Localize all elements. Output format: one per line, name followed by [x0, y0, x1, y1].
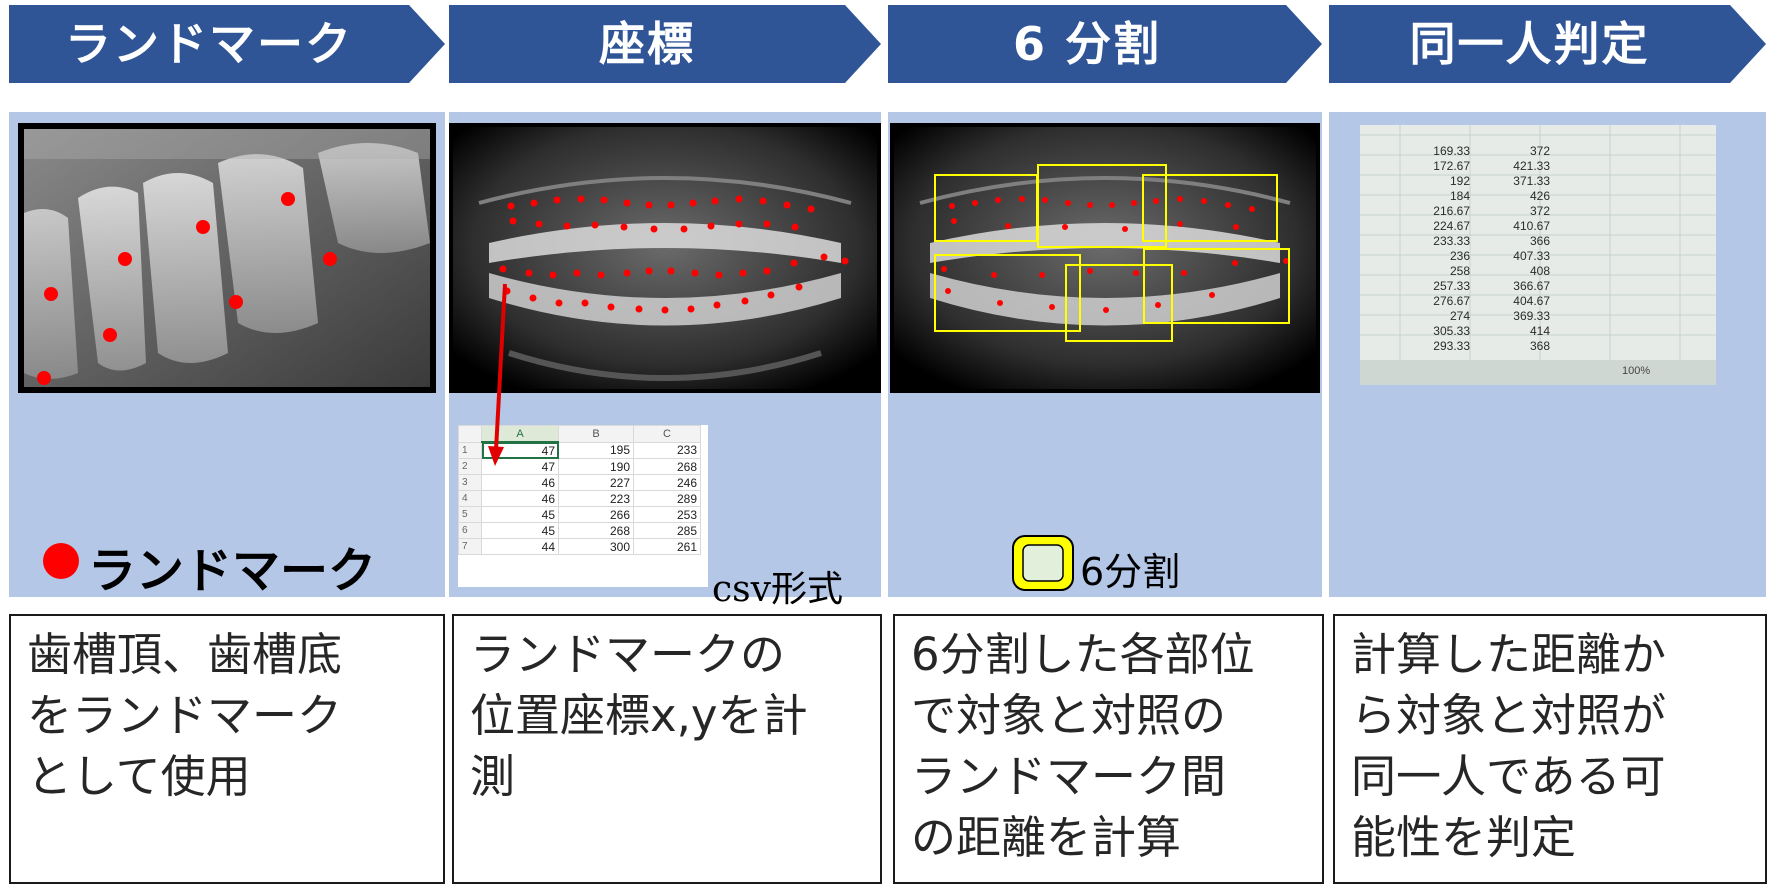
step-label: 座標 — [449, 5, 845, 83]
xray-crop-image — [18, 123, 436, 393]
step-label: ランドマーク — [9, 5, 409, 83]
csv-format-label: csv形式 — [712, 560, 843, 612]
table-row: 5 45 266 253 — [459, 507, 701, 523]
description-six-division: 6分割した各部位 で対象と対照の ランドマーク間 の距離を計算 — [893, 614, 1324, 884]
table-row: 3 46 227 246 — [459, 475, 701, 491]
landmark-legend-label: ランドマーク — [88, 531, 376, 601]
division-box-icon — [1010, 533, 1076, 593]
step-identification: 同一人判定 — [1329, 5, 1766, 83]
red-arrow-icon — [485, 280, 515, 470]
red-dot-icon — [42, 542, 80, 580]
column-header: C — [634, 426, 701, 443]
step-coordinates: 座標 — [449, 5, 881, 83]
description-landmark: 歯槽頂、歯槽底 をランドマーク として使用 — [9, 614, 445, 884]
table-row: 4 46 223 289 — [459, 491, 701, 507]
division-legend-label: 6分割 — [1080, 541, 1180, 596]
table-row: 6 45 268 285 — [459, 523, 701, 539]
table-row: 7 44 300 261 — [459, 539, 701, 555]
column-header: B — [559, 426, 634, 443]
step-label: 同一人判定 — [1329, 5, 1730, 83]
panoramic-xray-division-image — [890, 123, 1320, 393]
step-label: 6 分割 — [888, 5, 1286, 83]
step-landmark: ランドマーク — [9, 5, 445, 83]
step-six-division: 6 分割 — [888, 5, 1322, 83]
zoom-level: 100% — [1622, 365, 1650, 377]
description-identification: 計算した距離か ら対象と対照が 同一人である可 能性を判定 — [1333, 614, 1767, 884]
description-coordinates: ランドマークの 位置座標x,yを計 測 — [452, 614, 882, 884]
